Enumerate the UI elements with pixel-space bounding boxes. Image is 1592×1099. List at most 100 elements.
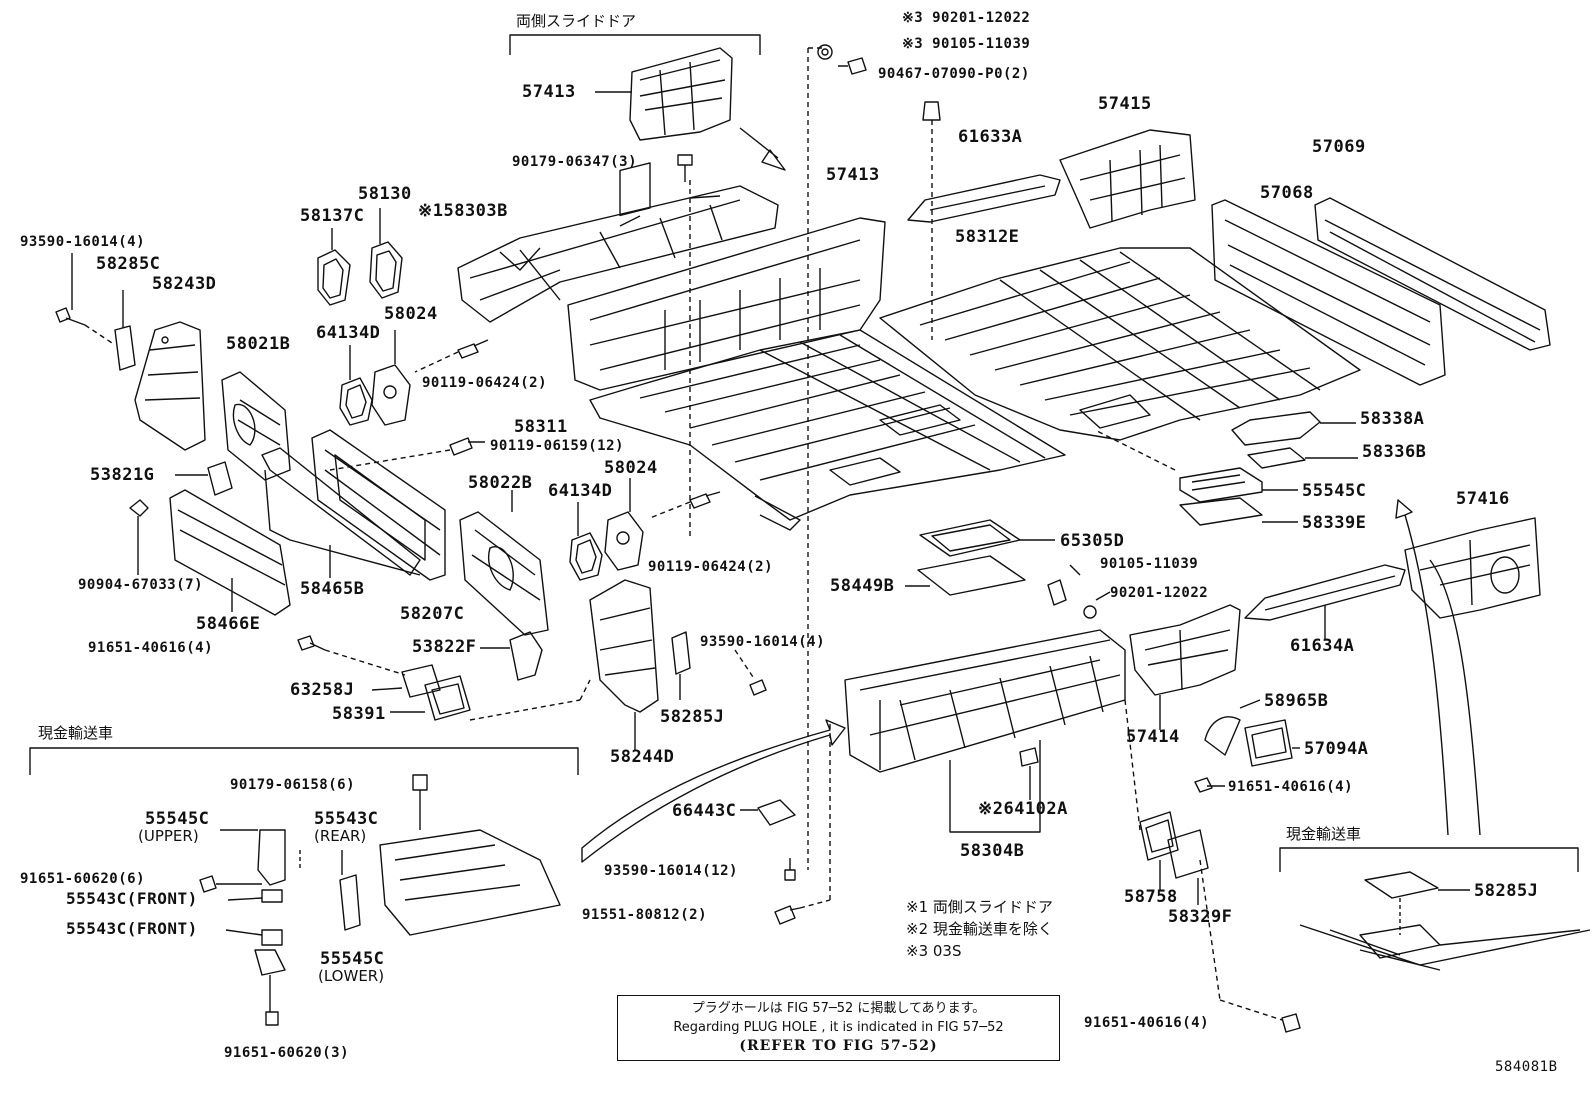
nut-90201-12022-mid bbox=[1084, 592, 1110, 618]
part-label: 58304B bbox=[960, 841, 1025, 861]
grommet-55545C-right bbox=[1180, 468, 1298, 502]
part-label: 58285J bbox=[1474, 881, 1539, 901]
part-label: 64134D bbox=[316, 323, 381, 343]
part-label: 55545C bbox=[1302, 481, 1367, 501]
part-label: 57414 bbox=[1126, 727, 1180, 747]
part-label: 58339E bbox=[1302, 513, 1367, 533]
part-label: 58021B bbox=[226, 334, 291, 354]
side-member-57068 bbox=[1212, 200, 1445, 385]
note-line-2: Regarding PLUG HOLE , it is indicated in… bbox=[673, 1020, 1004, 1035]
part-label: 55543C(FRONT) bbox=[66, 889, 198, 908]
gasket-58137C bbox=[318, 228, 350, 305]
clip-64102A bbox=[1020, 748, 1038, 800]
part-label: 90201-12022 bbox=[1110, 585, 1209, 601]
part-label: 57413 bbox=[522, 82, 576, 102]
part-label: 58311 bbox=[514, 417, 568, 437]
clip-90904-67033 bbox=[130, 500, 148, 575]
part-label: 91651-40616(4) bbox=[1228, 779, 1354, 795]
part-label: 58466E bbox=[196, 614, 261, 634]
seal-58339E bbox=[1180, 498, 1298, 525]
part-label: 57094A bbox=[1304, 739, 1369, 759]
gasket-58329F bbox=[1168, 830, 1208, 905]
sublabel-rear: (REAR) bbox=[314, 827, 367, 845]
part-label: 58391 bbox=[332, 704, 386, 724]
bolt-93590-16014-tl bbox=[56, 253, 115, 345]
part-label: 58338A bbox=[1360, 409, 1425, 429]
floor-pan-58311 bbox=[590, 330, 1065, 530]
part-label: 90904-67033(7) bbox=[78, 577, 204, 593]
arrow-to-58304B bbox=[582, 720, 845, 862]
panel-58022B bbox=[460, 490, 548, 635]
inset-cash-transport-left bbox=[200, 775, 560, 1025]
seal-58449B bbox=[905, 556, 1025, 595]
panel-58244D bbox=[590, 580, 658, 750]
part-label: 65305D bbox=[1060, 531, 1125, 551]
bolt-93590-16014-bottom bbox=[785, 858, 795, 880]
part-label: 57415 bbox=[1098, 94, 1152, 114]
panel-58466E bbox=[170, 490, 290, 615]
rail-61634A bbox=[1245, 565, 1405, 640]
frame-58465B bbox=[262, 448, 420, 578]
part-label: 58449B bbox=[830, 576, 895, 596]
gasket-58024-upper bbox=[372, 330, 410, 425]
floor-pan-58312E bbox=[880, 248, 1360, 440]
part-label: 91651-60620(6) bbox=[20, 871, 146, 887]
bracket-cash-transport-left bbox=[30, 748, 578, 775]
panel-57415 bbox=[1060, 130, 1195, 228]
bolt-90119-06424-lower bbox=[650, 492, 720, 518]
part-label: 91651-40616(4) bbox=[88, 640, 214, 656]
part-label: 58244D bbox=[610, 747, 675, 767]
bracket-both-slide-door bbox=[510, 35, 760, 55]
part-label: 90119-06424(2) bbox=[648, 559, 774, 575]
part-label: 58137C bbox=[300, 206, 365, 226]
bolt-91651-40616-left bbox=[298, 636, 405, 675]
part-label: 90179-06158(6) bbox=[230, 777, 356, 793]
gasket-58758 bbox=[1140, 812, 1178, 890]
part-label: 90179-06347(3) bbox=[512, 154, 638, 170]
part-label: 58024 bbox=[384, 304, 438, 324]
part-label: 90467-07090-P0(2) bbox=[878, 66, 1030, 82]
panel-58243D bbox=[135, 322, 205, 450]
part-label: 58130 bbox=[358, 184, 412, 204]
part-label: 91651-40616(4) bbox=[1084, 1015, 1210, 1031]
header-cash-transport-right: 現金輸送車 bbox=[1286, 825, 1362, 843]
part-label: 58329F bbox=[1168, 907, 1233, 927]
part-label: 58243D bbox=[152, 274, 217, 294]
side-rail-57069 bbox=[1315, 198, 1550, 350]
figure-number: 584081B bbox=[1495, 1059, 1558, 1075]
bracket-66443C bbox=[740, 800, 795, 825]
cover-57094A bbox=[1245, 720, 1300, 766]
part-label: 91651-60620(3) bbox=[224, 1045, 350, 1061]
sublabel-upper: (UPPER) bbox=[138, 827, 199, 845]
footnote-1: ※1 両側スライドドア bbox=[906, 898, 1053, 916]
frame-58207C bbox=[312, 430, 445, 580]
inset-cash-transport-right bbox=[1300, 872, 1590, 970]
bracket-53821G bbox=[175, 462, 232, 495]
part-label: 63258J bbox=[290, 680, 355, 700]
part-label: ※264102A bbox=[978, 799, 1068, 819]
part-label: 91551-80812(2) bbox=[582, 907, 708, 923]
part-label: 55543C(FRONT) bbox=[66, 919, 198, 938]
header-both-slide-door: 両側スライドドア bbox=[516, 12, 637, 30]
gasket-58130 bbox=[370, 208, 402, 298]
nut-90201-12022-top bbox=[818, 45, 832, 59]
part-label: 58312E bbox=[955, 227, 1020, 247]
bolt-91551-80812 bbox=[775, 900, 830, 924]
panel-57413-main bbox=[568, 163, 885, 390]
part-label: 55545C bbox=[145, 809, 210, 829]
panel-57416 bbox=[1405, 518, 1540, 618]
crossmember-58303B bbox=[458, 186, 778, 322]
grommet-65305D bbox=[920, 520, 1055, 556]
part-label: 53822F bbox=[412, 637, 477, 657]
panel-57413-upper bbox=[595, 48, 732, 140]
part-label: 58465B bbox=[300, 579, 365, 599]
part-label: 93590-16014(4) bbox=[20, 234, 146, 250]
part-label: 93590-16014(4) bbox=[700, 634, 826, 650]
gasket-58024-lower bbox=[605, 478, 643, 570]
plate-58336B bbox=[1248, 448, 1358, 468]
gasket-64134D-lower bbox=[570, 502, 602, 580]
part-label: 93590-16014(12) bbox=[604, 863, 738, 879]
bolt-91651-40616-right bbox=[1195, 778, 1225, 792]
bolt-90105-11039-mid bbox=[1048, 565, 1080, 605]
